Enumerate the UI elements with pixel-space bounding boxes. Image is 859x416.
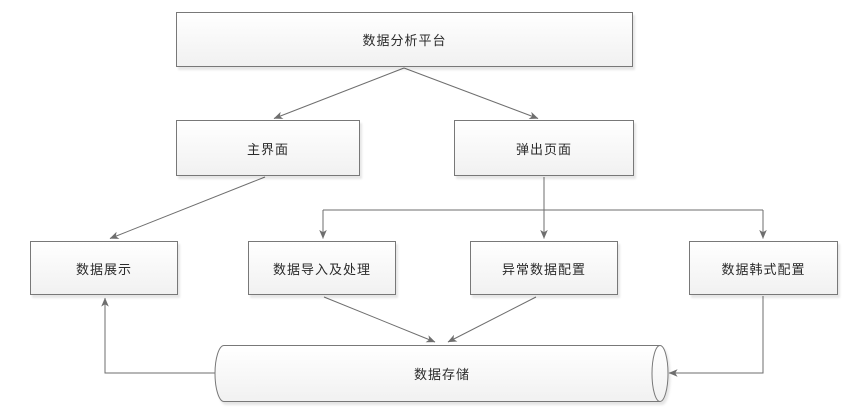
node-import-process: 数据导入及处理	[248, 241, 396, 295]
node-platform-label: 数据分析平台	[362, 33, 447, 48]
cylinder-rim	[651, 345, 661, 402]
node-popup: 弹出页面	[454, 120, 634, 176]
edge-storage-to-display	[101, 297, 215, 374]
edge-format-config-to-storage	[668, 296, 764, 377]
node-main-ui: 主界面	[176, 120, 360, 176]
node-main-ui-label: 主界面	[246, 141, 289, 157]
edge-abnormal-config-to-storage	[447, 296, 537, 343]
edge-platform-to-popup	[403, 67, 539, 120]
node-format-config-label: 数据韩式配置	[721, 261, 806, 277]
node-abnormal-config: 异常数据配置	[470, 241, 618, 295]
cylinder-body	[214, 345, 669, 402]
node-platform: 数据分析平台	[176, 12, 633, 67]
node-display: 数据展示	[30, 241, 178, 295]
node-format-config: 数据韩式配置	[689, 241, 838, 295]
node-abnormal-config-label: 异常数据配置	[501, 261, 586, 277]
node-display-label: 数据展示	[75, 261, 132, 277]
node-popup-label: 弹出页面	[515, 141, 572, 157]
edge-platform-to-main-ui	[273, 67, 405, 119]
datastore-shape	[214, 345, 669, 402]
node-import-process-label: 数据导入及处理	[272, 261, 371, 277]
edge-import-process-to-storage	[323, 296, 436, 343]
edge-main-ui-to-display	[109, 176, 266, 239]
